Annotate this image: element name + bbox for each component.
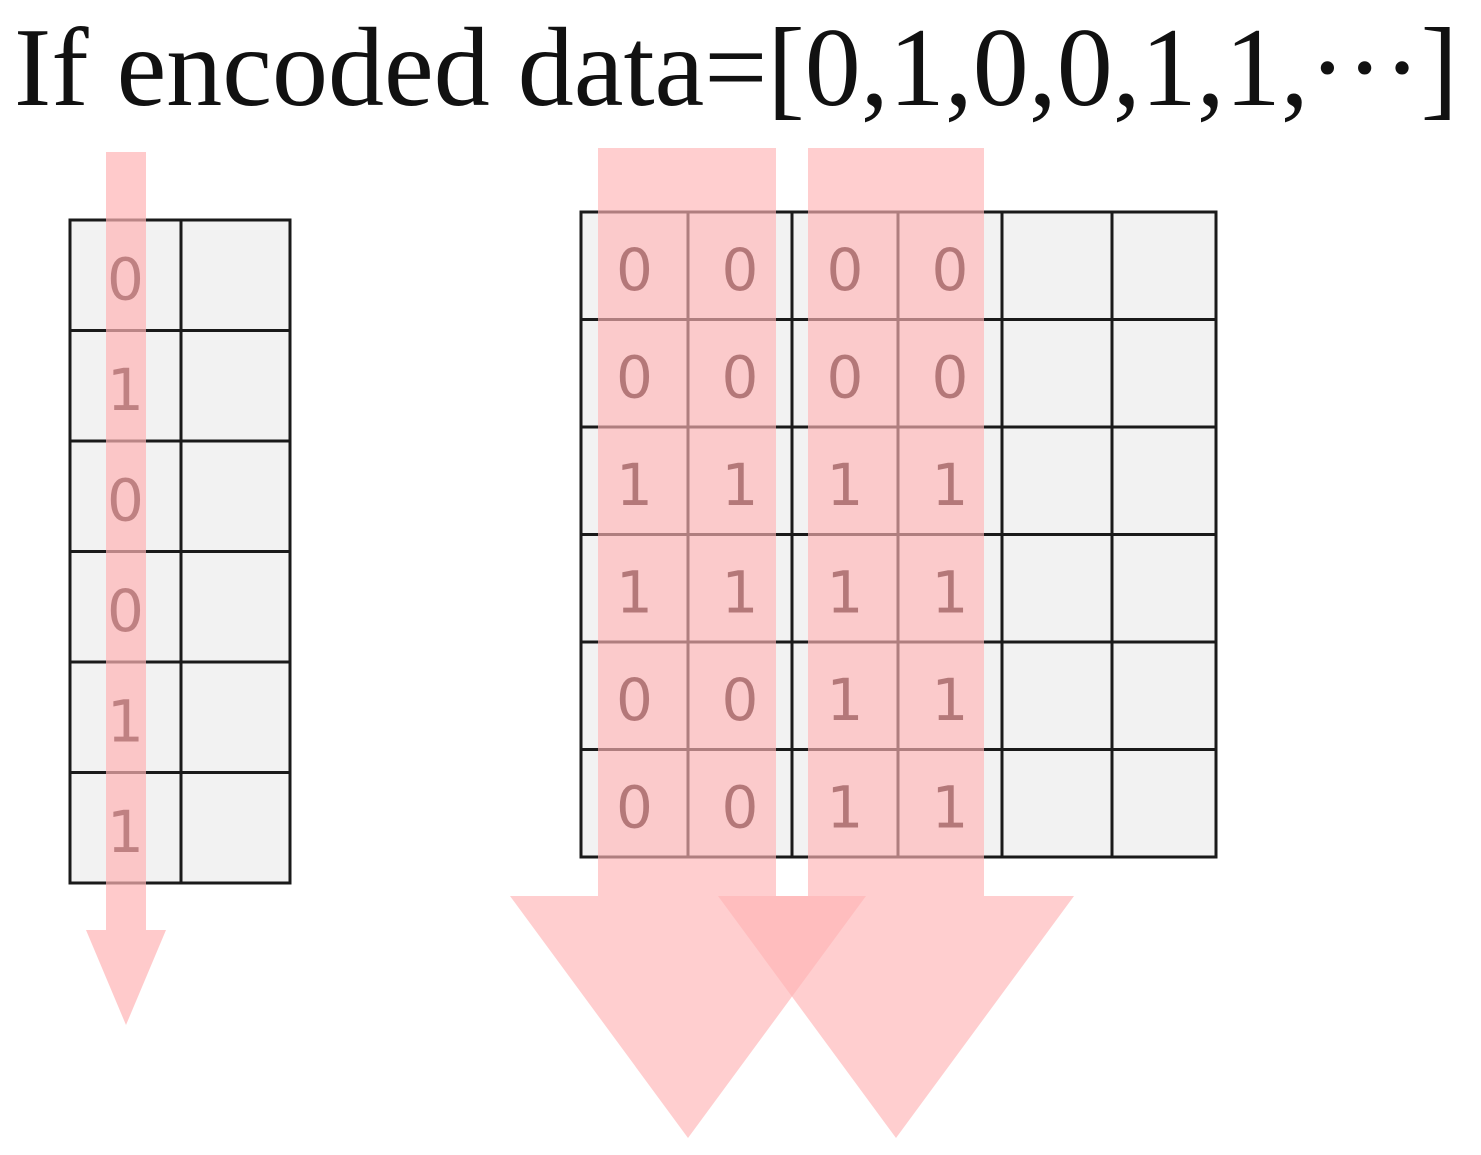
diagram-title: If encoded data=[0,1,0,0,1,1,···] — [14, 6, 1458, 130]
left-down-arrow — [86, 152, 166, 1025]
right-grid-cell — [1110, 210, 1218, 321]
left-grid-cell — [179, 439, 292, 553]
down-arrow-2 — [718, 148, 1074, 1138]
left-grid-cell — [179, 660, 292, 774]
right-grid-cell — [1000, 210, 1114, 321]
left-grid: 010011 — [68, 218, 292, 885]
right-grid-cell — [1110, 533, 1218, 644]
left-grid-cell — [179, 329, 292, 443]
right-grid-cell — [1000, 640, 1114, 751]
right-grid-cell — [1000, 748, 1114, 859]
arrows-layer — [86, 148, 1074, 1138]
right-grid-cell — [1110, 640, 1218, 751]
down-arrow-1 — [510, 148, 866, 1138]
right-grid-cell — [1110, 748, 1218, 859]
left-grid-cell — [179, 550, 292, 664]
left-grid-cell — [179, 218, 292, 332]
right-grid-cell — [1000, 533, 1114, 644]
right-grid-cell — [1000, 425, 1114, 536]
right-grid-cell — [1110, 318, 1218, 429]
right-grid-cell — [1000, 318, 1114, 429]
left-grid-cell — [179, 771, 292, 885]
right-grid-cell — [1110, 425, 1218, 536]
